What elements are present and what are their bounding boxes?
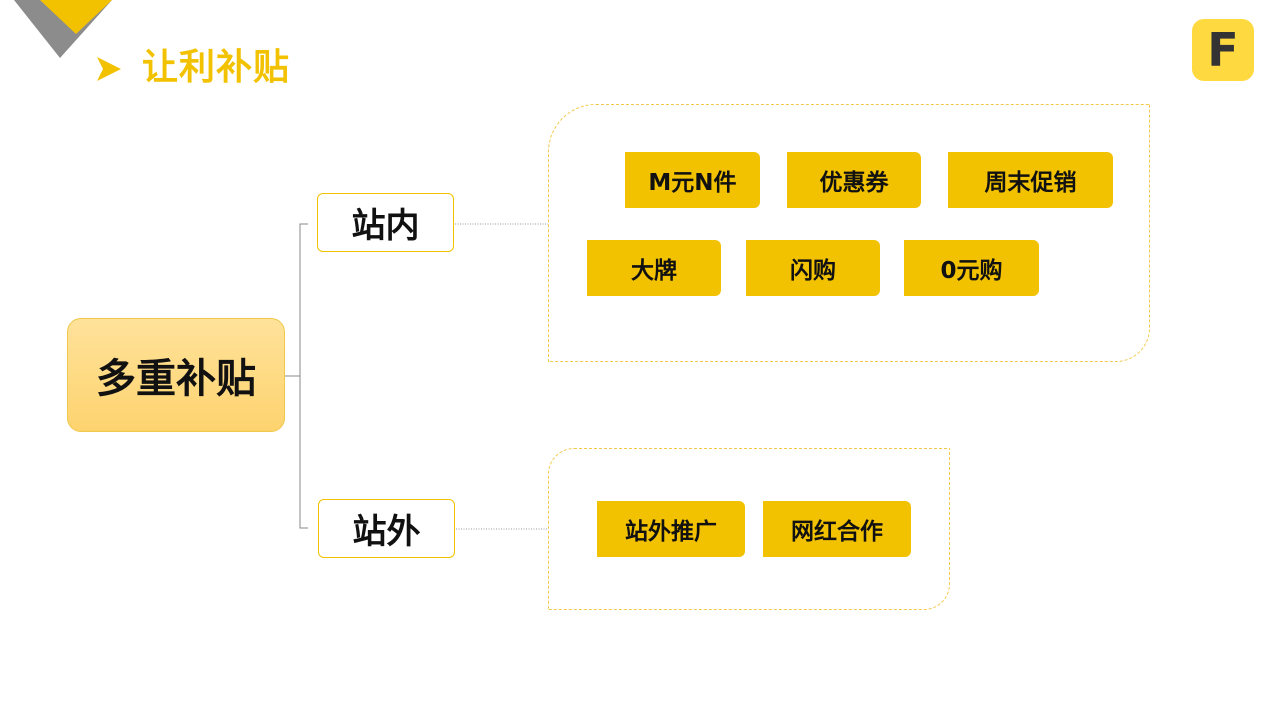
brand-logo: F xyxy=(1192,19,1254,81)
tag-coupon: 优惠券 xyxy=(787,152,921,208)
tag-big-brand: 大牌 xyxy=(587,240,721,296)
branch-node-offsite: 站外 xyxy=(318,499,455,558)
page-title: 让利补贴 xyxy=(142,47,291,88)
root-node: 多重补贴 xyxy=(67,318,285,432)
corner-chevron-decoration xyxy=(14,0,112,58)
arrowhead-bullet-icon xyxy=(97,57,121,81)
branch-node-onsite: 站内 xyxy=(317,193,454,252)
offsite-tags-group xyxy=(548,448,950,610)
tag-zero-yuan: 0元购 xyxy=(904,240,1039,296)
tag-flash-sale: 闪购 xyxy=(746,240,880,296)
tag-offsite-promotion: 站外推广 xyxy=(597,501,745,557)
tag-influencer-collab: 网红合作 xyxy=(763,501,911,557)
tag-m-yuan-n-items: M元N件 xyxy=(625,152,760,208)
logo-letter: F xyxy=(1207,23,1239,77)
onsite-tags-group xyxy=(548,104,1150,362)
tag-weekend-promo: 周末促销 xyxy=(948,152,1113,208)
